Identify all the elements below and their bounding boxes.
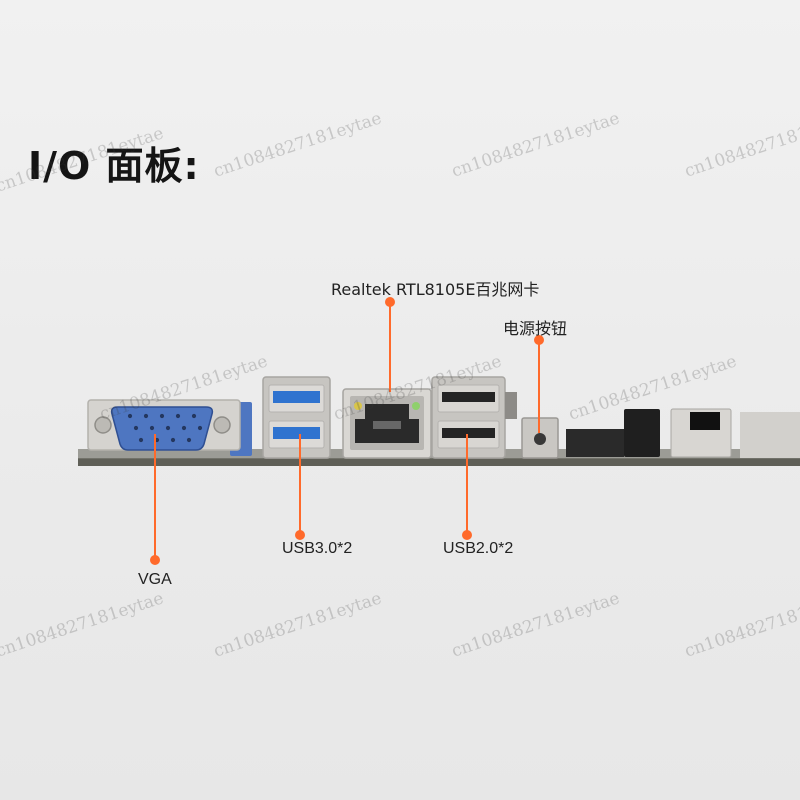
usb3-leader-dot [295, 530, 305, 540]
usb2-leader-line [466, 434, 468, 535]
usb3-label: USB3.0*2 [282, 540, 353, 557]
power-leader-line [538, 340, 540, 433]
usb2-stack [431, 376, 517, 459]
usb3-leader-line [299, 434, 301, 535]
usb3-stack [262, 376, 331, 459]
vga-leader-line [154, 434, 156, 560]
usb2-label: USB2.0*2 [443, 540, 514, 557]
power-button [521, 417, 559, 459]
ethernet-port [342, 388, 432, 459]
realtek-leader-line [389, 302, 391, 392]
board-edge [78, 458, 800, 466]
realtek-leader-dot [385, 297, 395, 307]
vga-leader-dot [150, 555, 160, 565]
realtek-label: Realtek RTL8105E百兆网卡 [331, 280, 540, 299]
page-title: I/O 面板: [28, 144, 200, 188]
power-button-label: 电源按钮 [503, 319, 568, 338]
usb2-leader-dot [462, 530, 472, 540]
right-components [566, 408, 800, 458]
vga-connector [87, 399, 241, 451]
vga-label: VGA [138, 571, 172, 588]
power-leader-dot [534, 335, 544, 345]
